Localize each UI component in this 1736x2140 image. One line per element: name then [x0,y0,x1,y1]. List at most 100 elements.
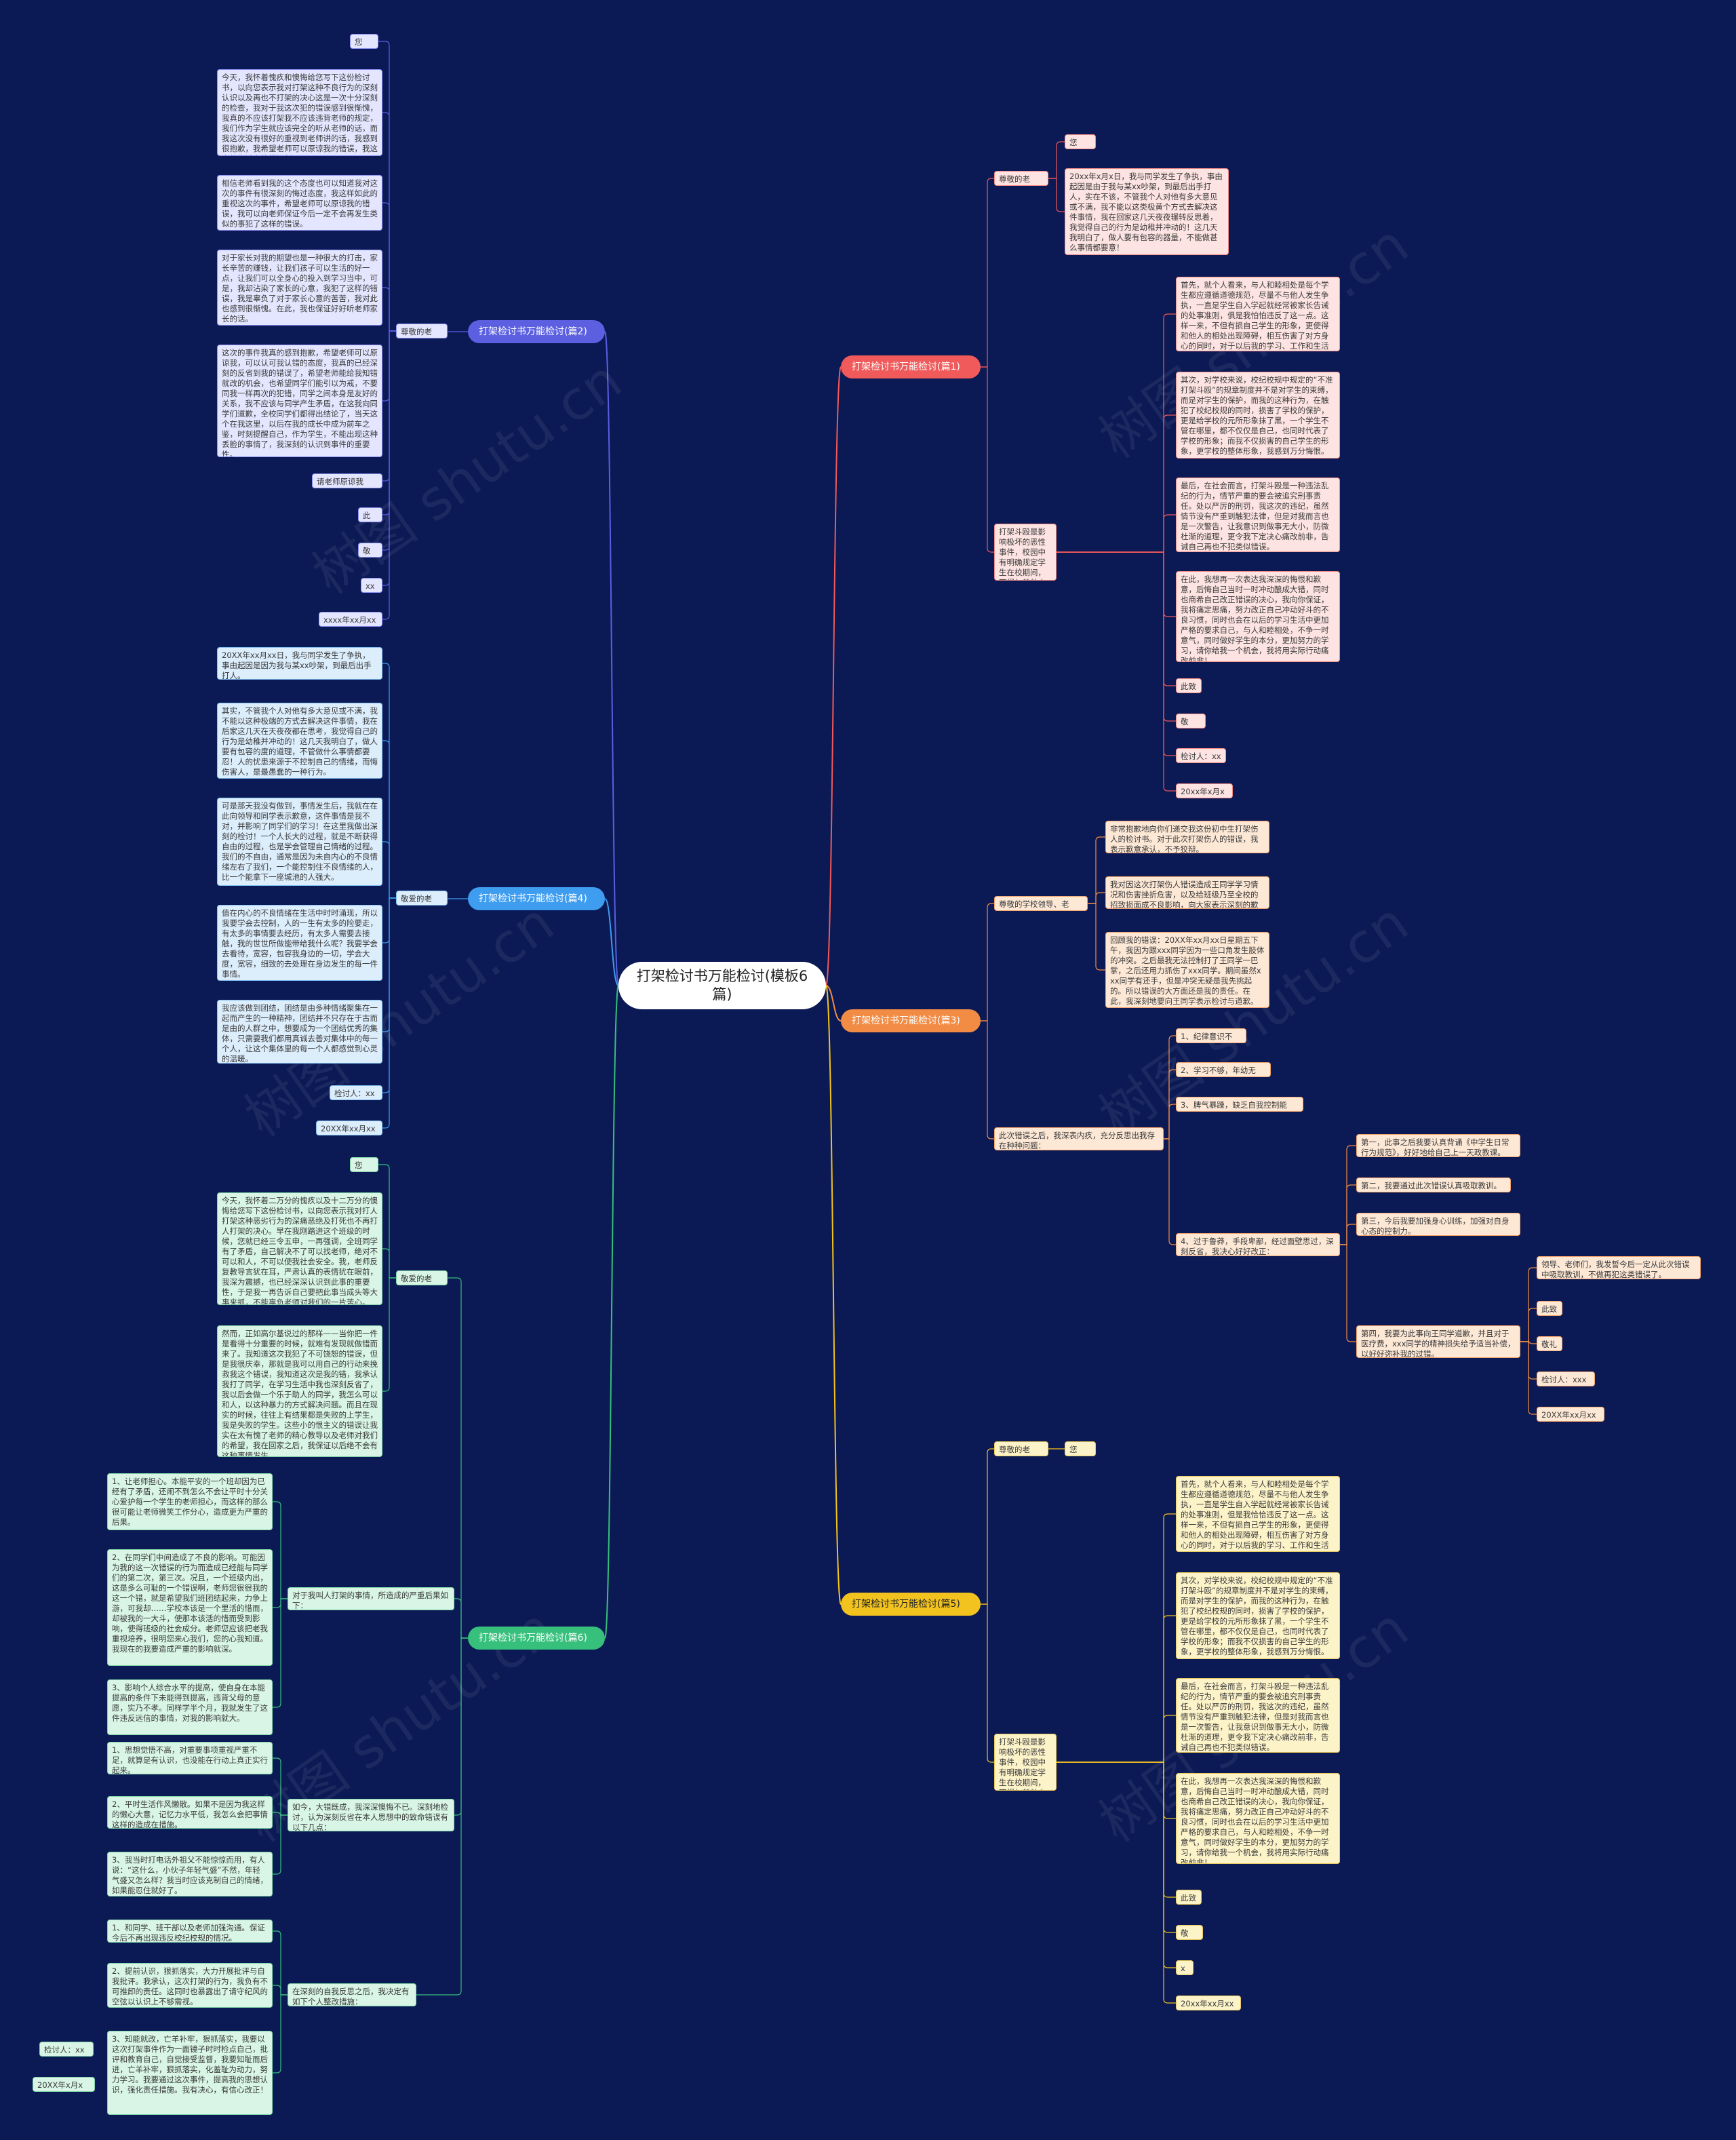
root-topic[interactable]: 打架检讨书万能检讨(模板6篇) [618,962,826,1009]
branch-1-node[interactable]: 首先，就个人看来，与人和睦相处是每个学生都应遵循道德规范，尽量不与他人发生争执，… [1176,277,1340,351]
branch-4-node[interactable]: 可是那天我没有做到，事情发生后，我就在在此向领导和同学表示歉意，这件事情是我不对… [217,798,382,886]
branch-3-node[interactable]: 3、脾气暴躁，缺乏自我控制能力。 [1176,1097,1303,1112]
branch-5-node[interactable]: 尊敬的老师： [994,1441,1048,1456]
branch-6-node[interactable]: 2、提前认识，狠抓落实，大力开展批评与自我批评。我承认，这次打架的行为，我负有不… [107,1963,273,2008]
branch-6-node[interactable]: 检讨人：xxx [39,2042,94,2057]
branch-3-node[interactable]: 第二，我要通过此次错误认真吸取教训。 [1356,1178,1511,1192]
branch-3-node[interactable]: 1、纪律意识不强。 [1176,1028,1246,1043]
branch-6-node[interactable]: 对于我叫人打架的事情，所造成的严重后果如下： [288,1587,454,1610]
branch-6-node[interactable]: 1、让老师担心。本能平安的一个班却因为已经有了矛盾，还闹不到怎么不会让平时十分关… [107,1473,273,1530]
branch-3-node[interactable]: 第三，今后我要加强身心训练，加强对自身心态的控制力。 [1356,1213,1520,1236]
connector-line [1164,1104,1176,1140]
branch-topic-5[interactable]: 打架检讨书万能检讨(篇5) [841,1593,981,1616]
branch-1-node[interactable]: 其次，对学校来说，校纪校规中规定的“不准打架斗殴”的规章制度并不是对学生的束缚，… [1176,372,1340,459]
branch-topic-3[interactable]: 打架检讨书万能检讨(篇3) [841,1009,981,1032]
connector-line [454,1598,468,1639]
connector-line [1340,1244,1356,1342]
connector-line [273,1598,288,1708]
branch-5-node[interactable]: 您好！ [1065,1441,1096,1456]
branch-4-node[interactable]: 检讨人：xxx [330,1085,382,1100]
branch-4-node[interactable]: 其实，不管我个人对他有多大意见或不满，我不能以这种极端的方式去解决这件事情，我在… [217,703,382,779]
branch-2-node[interactable]: 尊敬的老师： [396,324,448,338]
branch-3-node[interactable]: 尊敬的学校领导、老师： [994,896,1088,911]
branch-6-node[interactable]: 3、我当时打电话外祖父不能惊惊而用，有人说：“这什么，小伙子年轻气盛”不然，年轻… [107,1852,273,1896]
branch-3-node[interactable]: 检讨人：xxx [1537,1371,1595,1386]
branch-6-node[interactable]: 今天，我怀着二万分的愧疚以及十二万分的懊悔给您写下这份检讨书，以向您表示我对打人… [217,1192,382,1305]
branch-5-node[interactable]: 其次，对学校来说，校纪校规中规定的“不准打架斗殴”的规章制度并不是对学生的束缚，… [1176,1572,1340,1659]
branch-6-node[interactable]: 2、在同学们中间造成了不良的影响。可能因为我的这一次错误的行为而造成已经能与同学… [107,1549,273,1666]
branch-3-node[interactable]: 第四，我要为此事向王同学道歉，并且对于医疗费，xxx同学的精神损失给予适当补偿，… [1356,1325,1520,1358]
branch-3-node[interactable]: 第一，此事之后我要认真背诵《中学生日常行为规范》，好好地给自己上一天政教课。 [1356,1134,1520,1157]
branch-6-node[interactable]: 20XX年x月x日 [33,2077,95,2092]
branch-topic-2[interactable]: 打架检讨书万能检讨(篇2) [468,320,605,343]
branch-2-node[interactable]: 您好！ [350,34,378,49]
branch-1-node[interactable]: 您好！ [1065,134,1096,149]
branch-5-node[interactable]: 首先，就个人看来，与人和睦相处是每个学生都应遵循道德规范，尽量不与他人发生争执，… [1176,1476,1340,1552]
branch-3-node[interactable]: 我对因这次打架伤人错误造成王同学学习情况和伤害挫折危害，以及给班级乃至全校的招致… [1105,876,1269,909]
connector-line [382,202,396,332]
branch-1-node[interactable]: 打架斗殴是影响极坏的恶性事件，校园中有明确规定学生在校期间，不得与其他人打架斗殴… [994,524,1057,581]
branch-2-node[interactable]: 敬礼 [358,543,382,558]
branch-6-node[interactable]: 3、知能就改，亡羊补牢，狠抓落实，我要以这次打架事件作为一面镜子时时检点自己，批… [107,2031,273,2115]
branch-1-node[interactable]: 20xx年x月x日 [1176,783,1233,798]
connector-line [1057,1762,1176,2004]
connector-line [1057,1715,1176,1763]
branch-5-node[interactable]: xxx [1176,1960,1194,1975]
branch-4-node[interactable]: 20XX年xx月xx日，我与同学发生了争执，事由起因是因为我与某xx吵架，到最后… [217,647,382,680]
branch-3-node[interactable]: 领导、老师们，我发誓今后一定从此次错误中吸取教训，不做再犯这类错误了。 [1537,1256,1701,1279]
branch-2-node[interactable]: 请老师原谅我吧！ [312,473,382,488]
branch-2-node[interactable]: xxx [361,578,382,593]
connector-line [1057,1762,1176,1968]
branch-3-node[interactable]: 敬礼 [1537,1336,1562,1351]
connector-line [1088,892,1105,904]
branch-6-node[interactable]: 您好！ [350,1157,378,1172]
branch-topic-1[interactable]: 打架检讨书万能检讨(篇1) [841,355,981,378]
branch-4-node[interactable]: 敬爱的老师： [396,891,448,906]
branch-1-node[interactable]: 此致 [1176,678,1202,693]
branch-6-node[interactable]: 1、和同学、班干部以及老师加强沟通。保证今后不再出现违反校纪校规的情况。 [107,1920,273,1943]
branch-6-node[interactable]: 如今，大错既成，我深深懊悔不已。深刻地检讨，认为深刻反省在本人思想中的致命错误有… [288,1799,454,1831]
branch-1-node[interactable]: 尊敬的老师： [994,171,1048,186]
branch-6-node[interactable]: 2、平时生活作风懒散。如果不是因为我这样的懒心大意，记忆力水平低，我怎么会把事情… [107,1796,273,1829]
branch-3-node[interactable]: 非常抱歉地向你们递交我这份初中生打架伤人的检讨书。对于此次打架伤人的错误，我表示… [1105,821,1269,853]
branch-5-node[interactable]: 在此，我想再一次表达我深深的悔恨和歉意，后悔自己当时一时冲动酿成大错，同时也商希… [1176,1773,1340,1864]
branch-2-node[interactable]: 这次的事件我真的感到抱歉，希望老师可以原谅我，可以认可我认错的态度，我真的已经深… [217,345,382,457]
branch-3-node[interactable]: 回顾我的错误：20XX年xx月xx日星期五下午，我因为跟xxx同学因为一些口角发… [1105,932,1269,1008]
connector-line [1340,1184,1356,1245]
branch-1-node[interactable]: 在此，我想再一次表达我深深的悔恨和歉意，后悔自己当时一时冲动酿成大错，同时也商希… [1176,571,1340,662]
branch-5-node[interactable]: 最后，在社会而言，打架斗殴是一种违法乱纪的行为，情节严重的要会被追究刑事责任。处… [1176,1678,1340,1753]
branch-5-node[interactable]: 敬礼！ [1176,1925,1203,1940]
connector-line [1340,1224,1356,1245]
branch-6-node[interactable]: 在深刻的自我反思之后，我决定有如下个人整改措施： [288,1983,416,2006]
branch-4-node[interactable]: 值在内心的不良情绪在生活中时时涌现，所以我要学会去控制，人的一生有太多的险要走，… [217,905,382,981]
connector-line [273,1930,288,1996]
branch-3-node[interactable]: 4、过于鲁莽，手段卑鄙，经过面壁思过，深刻反省，我决心好好改正： [1176,1233,1340,1256]
branch-1-node[interactable]: 20xx年x月x日，我与同学发生了争执，事由起因是由于我与某xx吵架，到最后出手… [1065,168,1229,255]
branch-topic-4[interactable]: 打架检讨书万能检讨(篇4) [468,887,605,910]
branch-1-node[interactable]: 敬礼！ [1176,714,1206,728]
branch-2-node[interactable]: 此致 [358,507,382,522]
branch-6-node[interactable]: 1、思想觉悟不高，对重要事项重视严重不足，就算是有认识，也没能在行动上真正实行起… [107,1742,273,1774]
branch-2-node[interactable]: 相信老师看到我的这个态度也可以知道我对这次的事件有很深刻的悔过态度，我这样如此的… [217,175,382,231]
connector-line [604,331,619,986]
branch-5-node[interactable]: 此致 [1176,1890,1202,1905]
branch-2-node[interactable]: xxxx年xx月xx日 [319,612,382,627]
branch-3-node[interactable]: 此次错误之后，我深表内疚，充分反思出我存在种种问题： [994,1127,1164,1150]
branch-6-node[interactable]: 然而，正如高尔基说过的那样——当你把一件是看得十分重要的时候，就难有发现就做错而… [217,1325,382,1457]
branch-1-node[interactable]: 最后，在社会而言，打架斗殴是一种违法乱纪的行为，情节严重的要会被追究刑事责任。处… [1176,478,1340,552]
branch-3-node[interactable]: 2、学习不够，年幼无知。 [1176,1062,1271,1077]
branch-4-node[interactable]: 我应该做到团结，团结是由多种情绪聚集在一起而产生的一种精神，团结并不只存在于古而… [217,1000,382,1064]
branch-2-node[interactable]: 对于家长对我的期望也是一种很大的打击，家长辛苦的赚钱，让我们孩子可以生活的好一点… [217,250,382,326]
branch-3-node[interactable]: 20XX年xx月xx日 [1537,1407,1604,1422]
branch-3-node[interactable]: 此致 [1537,1301,1562,1316]
branch-2-node[interactable]: 今天，我怀着愧疚和懊悔给您写下这份检讨书，以向您表示我对打架这种不良行为的深刻认… [217,69,382,156]
branch-topic-6[interactable]: 打架检讨书万能检讨(篇6) [468,1627,605,1650]
branch-5-node[interactable]: 20xx年xx月xx日 [1176,1996,1241,2010]
branch-4-node[interactable]: 20XX年xx月xx日 [316,1121,382,1135]
connector-line [382,740,396,899]
branch-6-node[interactable]: 3、影响个人综合水平的提高，使自身在本能提高的条件下未能得到提高，违背父母的意愿… [107,1679,273,1735]
branch-5-node[interactable]: 打架斗殴是影响极坏的恶性事件，校园中有明确规定学生在校期间，不得与其他人打架斗殴… [994,1734,1057,1791]
connector-line [1048,141,1065,179]
branch-1-node[interactable]: 检讨人：xxx [1176,748,1226,763]
branch-6-node[interactable]: 敬爱的老师： [396,1270,448,1285]
